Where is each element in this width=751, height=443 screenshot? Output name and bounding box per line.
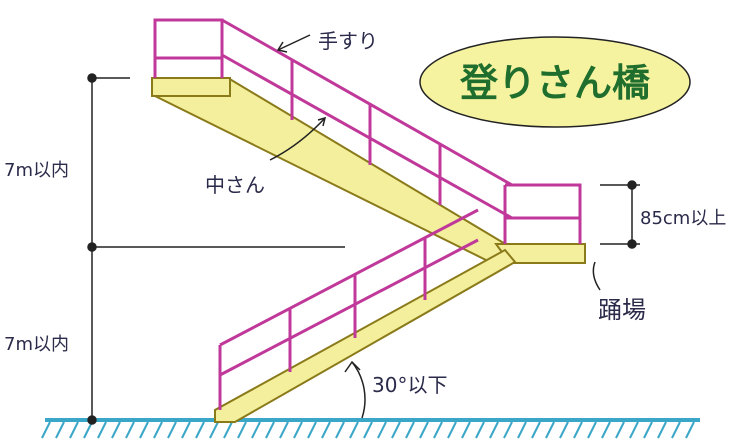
- upper-walkway: [151, 77, 513, 263]
- hatch-mark: [223, 421, 233, 439]
- hatch-mark: [531, 421, 541, 439]
- hatch-mark: [559, 421, 569, 439]
- lower-deck: [214, 248, 517, 423]
- hatch-mark: [209, 421, 219, 439]
- hatch-mark: [153, 421, 163, 439]
- lower-walkway: [214, 248, 517, 423]
- hatch-mark: [629, 421, 639, 439]
- hatch-mark: [181, 421, 191, 439]
- rail-height-label: 85cm以上: [640, 208, 726, 229]
- hatch-mark: [195, 421, 205, 439]
- hatch-mark: [643, 421, 653, 439]
- angle-arrowhead: [344, 360, 361, 373]
- hatch-mark: [167, 421, 177, 439]
- hatch-mark: [657, 421, 667, 439]
- diagram-title: 登りさん橋: [459, 61, 650, 105]
- hatch-mark: [377, 421, 387, 439]
- hatch-mark: [517, 421, 527, 439]
- hatch-mark: [251, 421, 261, 439]
- top-landing-rail-frame: [153, 18, 224, 78]
- hatch-mark: [279, 421, 289, 439]
- landing-rail-frame: [505, 183, 582, 244]
- title-badge: 登りさん橋: [419, 36, 691, 128]
- rail-height-dimension: [600, 180, 640, 249]
- hatch-mark: [125, 421, 135, 439]
- landing-label: 踊場: [598, 296, 646, 324]
- hatch-mark: [489, 421, 499, 439]
- hatch-mark: [139, 421, 149, 439]
- hatch-mark: [41, 421, 51, 439]
- slope-mid-rail: [221, 53, 513, 220]
- hatch-mark: [293, 421, 303, 439]
- hatch-mark: [307, 421, 317, 439]
- dimension-point: [87, 242, 97, 252]
- hatch-mark: [55, 421, 65, 439]
- title-ellipse: [419, 36, 691, 128]
- hatch-mark: [671, 421, 681, 439]
- upper-height-label: 7m以内: [4, 160, 69, 181]
- lower-handrail: [218, 208, 479, 410]
- hatch-mark: [545, 421, 555, 439]
- hatch-mark: [573, 421, 583, 439]
- upper-handrail: [153, 18, 582, 244]
- dimension-point: [87, 73, 97, 83]
- ground: [41, 418, 700, 439]
- midrail-arrowhead: [317, 116, 327, 127]
- hatch-mark: [111, 421, 121, 439]
- lower-slope-mid-rail: [219, 238, 479, 377]
- hatch-mark: [685, 421, 695, 439]
- lower-height-label: 7m以内: [4, 334, 69, 355]
- midrail-label: 中さん: [205, 173, 265, 197]
- ground-hatching: [41, 421, 695, 439]
- hatch-mark: [461, 421, 471, 439]
- hatch-mark: [503, 421, 513, 439]
- slope-angle: [344, 360, 366, 419]
- landing-leader: [592, 261, 601, 291]
- dimension-point: [627, 180, 637, 190]
- hatch-mark: [475, 421, 485, 439]
- handrail-leader: [277, 34, 311, 51]
- hatch-mark: [321, 421, 331, 439]
- angle-arc: [351, 361, 366, 419]
- hatch-mark: [615, 421, 625, 439]
- hatch-mark: [335, 421, 345, 439]
- handrail-arrowhead: [276, 41, 288, 53]
- hatch-mark: [69, 421, 79, 439]
- hatch-mark: [447, 421, 457, 439]
- top-landing: [151, 77, 231, 97]
- hatch-mark: [265, 421, 275, 439]
- hatch-mark: [363, 421, 373, 439]
- hatch-mark: [97, 421, 107, 439]
- slope-top-rail: [221, 18, 513, 187]
- hatch-mark: [83, 421, 93, 439]
- hatch-mark: [237, 421, 247, 439]
- dimension-point: [87, 415, 97, 425]
- hatch-mark: [587, 421, 597, 439]
- hatch-mark: [405, 421, 415, 439]
- hatch-mark: [419, 421, 429, 439]
- hatch-mark: [391, 421, 401, 439]
- handrail-label: 手すり: [318, 29, 378, 53]
- hatch-mark: [433, 421, 443, 439]
- midrail-leader: [269, 117, 326, 161]
- hatch-mark: [349, 421, 359, 439]
- dimension-point: [627, 239, 637, 249]
- lower-slope-top-rail: [219, 208, 479, 347]
- hatch-mark: [601, 421, 611, 439]
- slope-label: 30°以下: [372, 373, 447, 397]
- height-dimensions: [87, 73, 345, 425]
- leaders: [269, 34, 601, 291]
